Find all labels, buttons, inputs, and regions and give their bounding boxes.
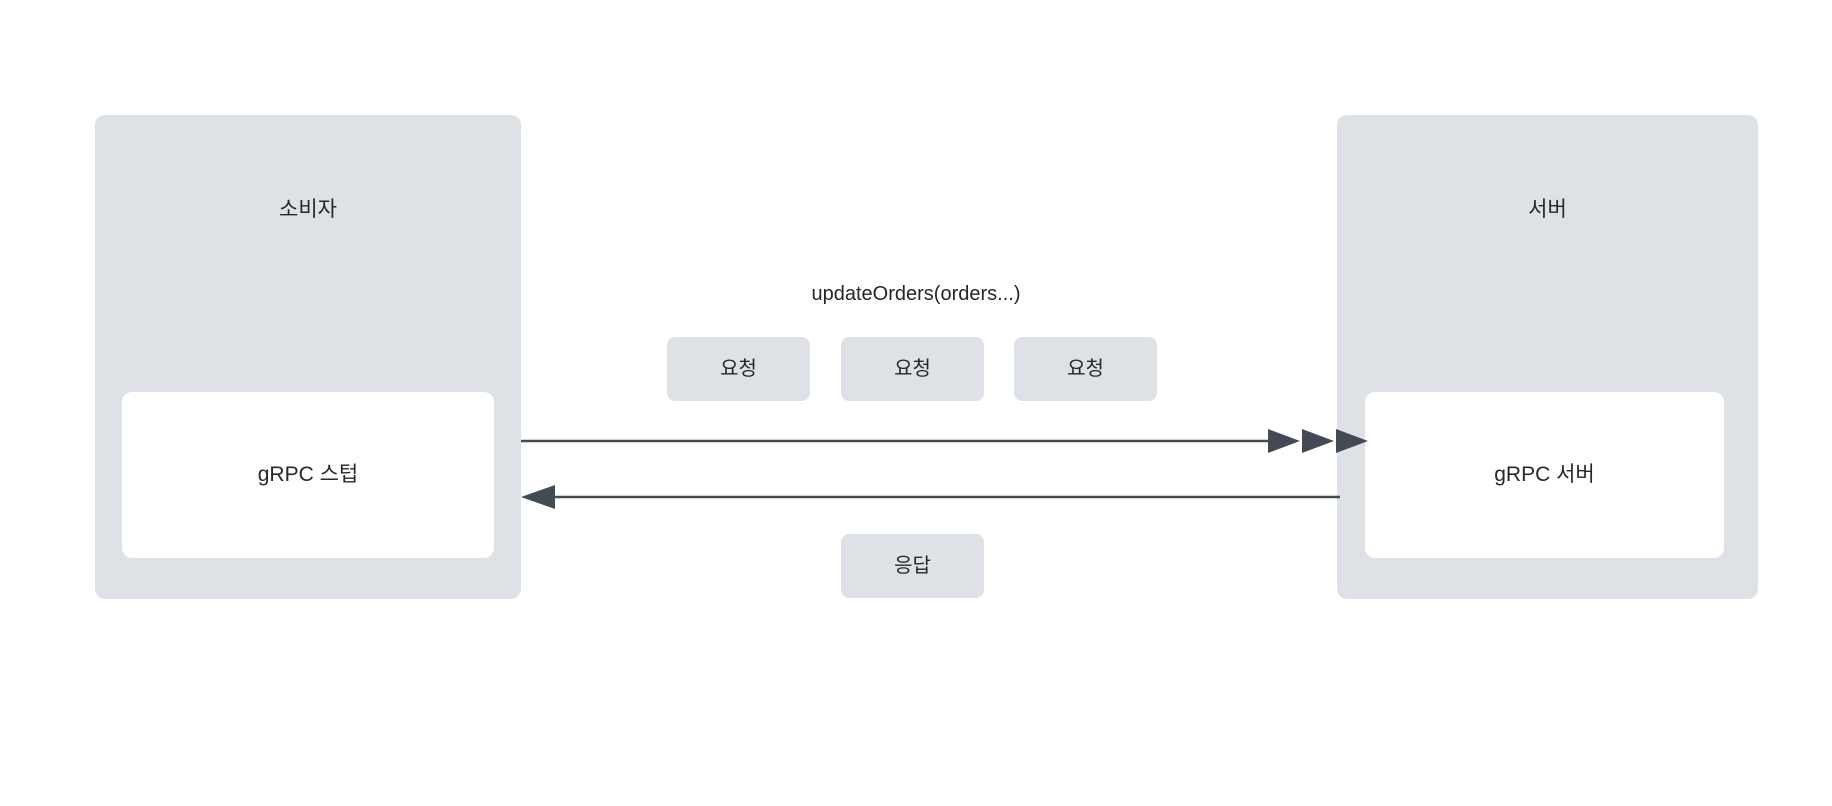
participant-title-server: 서버 [1528,198,1567,221]
arrow-response [521,485,1340,509]
rpc-method-label: updateOrders(orders...) [811,283,1021,305]
message-chip-label: 요청 [1067,358,1104,380]
arrowhead-right-1 [1268,429,1300,453]
message-chip-label: 요청 [720,358,757,380]
participant-panel-server: 서버 gRPC 서버 [1337,115,1758,599]
component-box-grpc-server: gRPC 서버 [1365,392,1724,558]
message-chip-response: 응답 [841,534,984,598]
arrow-request-stream [521,429,1368,453]
participant-title-consumer: 소비자 [279,198,337,221]
arrowhead-right-2 [1302,429,1334,453]
message-chip-label: 요청 [894,358,931,380]
message-chip-request: 요청 [667,337,810,401]
message-chip-request: 요청 [1014,337,1157,401]
participant-panel-consumer: 소비자 gRPC 스텁 [95,115,521,599]
component-box-grpc-stub: gRPC 스텁 [122,392,494,558]
arrowhead-left-1 [521,485,555,509]
message-chip-label: 응답 [894,555,931,577]
component-label-grpc-server: gRPC 서버 [1494,463,1595,486]
message-chip-request: 요청 [841,337,984,401]
component-label-grpc-stub: gRPC 스텁 [257,463,359,486]
